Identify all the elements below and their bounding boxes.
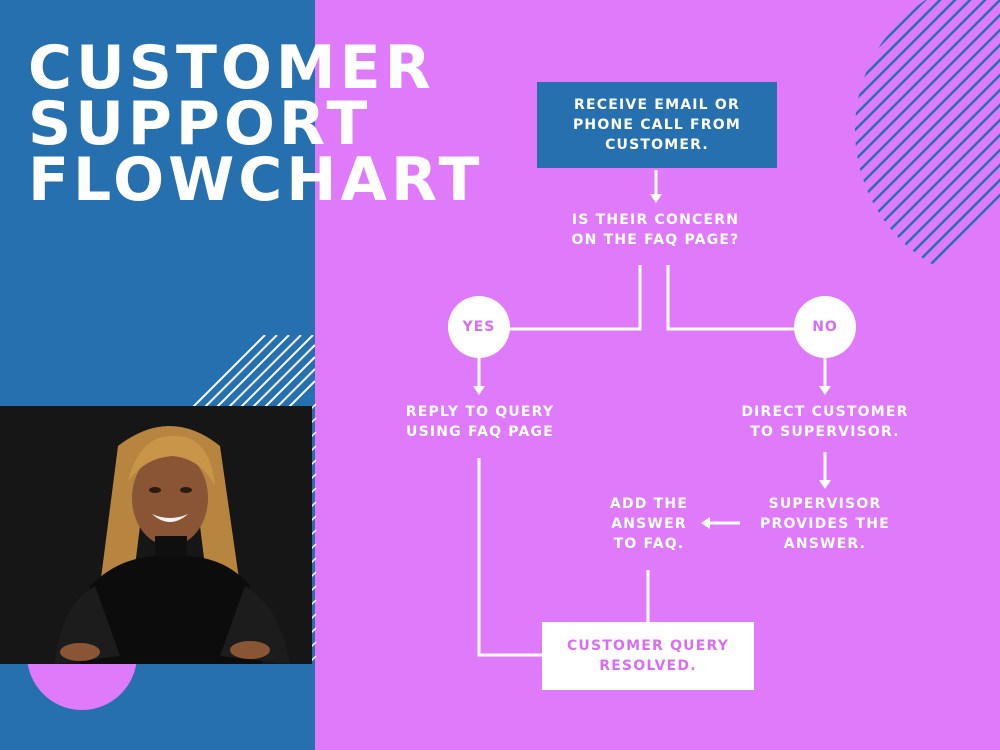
stripe-corner-decoration xyxy=(190,335,315,410)
page-title: CUSTOMER SUPPORT FLOWCHART xyxy=(28,33,484,215)
resolved-line-2: RESOLVED. xyxy=(599,658,697,674)
yes-bubble: YES xyxy=(448,296,510,358)
direct-line-2: TO SUPERVISOR. xyxy=(750,424,900,440)
question-node: IS THEIR CONCERN ON THE FAQ PAGE? xyxy=(548,210,763,250)
add-answer-line-2: ANSWER xyxy=(611,516,687,532)
supervisor-line-1: SUPERVISOR xyxy=(768,496,882,512)
no-bubble: NO xyxy=(794,296,856,358)
title-line-1: CUSTOMER xyxy=(28,33,435,103)
start-line-2: PHONE CALL FROM xyxy=(572,117,742,133)
supervisor-line-2: PROVIDES THE xyxy=(760,516,890,532)
start-line-1: RECEIVE EMAIL OR xyxy=(574,97,740,113)
direct-line-1: DIRECT CUSTOMER xyxy=(741,404,909,420)
reply-line-1: REPLY TO QUERY xyxy=(405,404,555,420)
start-box: RECEIVE EMAIL OR PHONE CALL FROM CUSTOME… xyxy=(537,82,777,168)
reply-node: REPLY TO QUERY USING FAQ PAGE xyxy=(385,402,575,442)
supervisor-line-3: ANSWER. xyxy=(783,536,867,552)
portrait-photo xyxy=(0,406,312,664)
question-line-2: ON THE FAQ PAGE? xyxy=(571,232,740,248)
add-answer-node: ADD THE ANSWER TO FAQ. xyxy=(590,494,708,554)
add-answer-line-1: ADD THE xyxy=(609,496,689,512)
reply-line-2: USING FAQ PAGE xyxy=(406,424,554,440)
stripe-circle-decoration xyxy=(855,0,1000,285)
resolved-line-1: CUSTOMER QUERY xyxy=(566,638,730,654)
question-line-1: IS THEIR CONCERN xyxy=(571,212,740,228)
add-answer-line-3: TO FAQ. xyxy=(613,536,685,552)
title-line-2: SUPPORT xyxy=(28,89,372,159)
direct-node: DIRECT CUSTOMER TO SUPERVISOR. xyxy=(725,402,925,442)
resolved-box: CUSTOMER QUERY RESOLVED. xyxy=(542,622,754,690)
supervisor-node: SUPERVISOR PROVIDES THE ANSWER. xyxy=(745,494,905,554)
title-line-3: FLOWCHART xyxy=(28,145,484,215)
person-illustration xyxy=(0,406,312,664)
start-line-3: CUSTOMER. xyxy=(605,137,709,153)
